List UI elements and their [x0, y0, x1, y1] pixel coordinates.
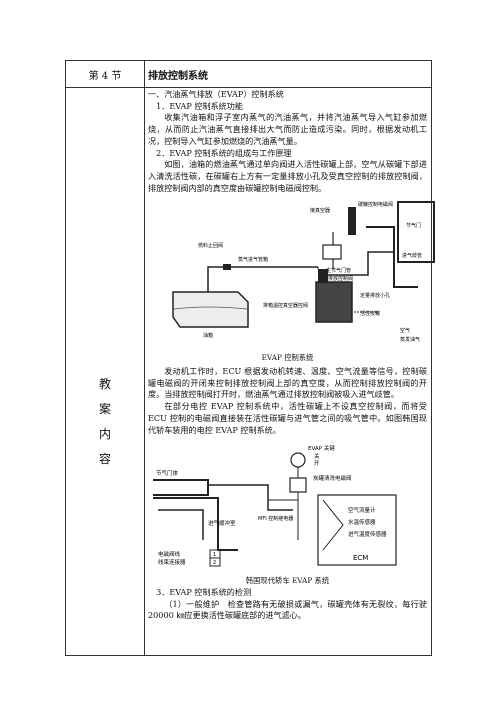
fig1-label-3: 节气门: [406, 222, 421, 229]
fig1-label-5: 蒸气进气管箱: [238, 256, 268, 263]
paragraph-partial: 在部分电控 EVAP 控制系统中，活性碳罐上不设真空控制阀，而将受 ECU 控制…: [148, 401, 427, 435]
fig2-label-3: 关: [314, 452, 320, 460]
label-char-2: 案: [98, 402, 111, 416]
fig1-label-11: 活性炭罐: [360, 310, 380, 317]
section-title: 排放控制系统: [148, 70, 208, 82]
fig2-label-1: 节气门体: [156, 469, 179, 477]
fig2-label-9: 进气温度传感器: [348, 530, 387, 538]
fig2-label-12: 电磁阀线: [158, 550, 181, 558]
paragraph-operation: 发动机工作时，ECU 根据发动机转速、温度、空气流量等信号，控制碳罐电磁阀的开闭…: [148, 366, 427, 400]
paragraph-structure: 如图，油箱的燃油蒸气通过单向阀进入活性碳罐上部，空气从碳罐下部进入清洗活性碳，在…: [148, 159, 427, 193]
heading-evap: 一、汽油蒸气排放（EVAP）控制系统: [148, 89, 284, 99]
fig1-label-12: 油箱: [203, 332, 213, 339]
lesson-table: 第 4 节 排放控制系统 教 案 内 容 一、汽油蒸气排放（EVAP）控制系统 …: [65, 60, 435, 656]
content-area: 一、汽油蒸气排放（EVAP）控制系统 1．EVAP 控制系统功能 收集汽油箱和浮…: [148, 87, 435, 655]
fig2-label-13: 线束连接器: [158, 558, 186, 566]
fig1-label-13: 空气: [400, 327, 410, 334]
label-char-4: 容: [98, 452, 111, 466]
fig1-label-9: 排箱温控真空器控阀: [263, 302, 308, 309]
fig2-label-11: ECM: [353, 554, 368, 562]
fig2-label-7: 空气流量计: [348, 506, 376, 514]
heading-structure: 2．EVAP 控制系统的组成与工作原理: [156, 147, 292, 158]
fig1-label-1: 接真空器: [310, 207, 330, 214]
left-column: 教 案 内 容: [66, 87, 145, 655]
hyundai-evap-diagram: 节气门体 EVAP 关键 关 开 炭罐清洗电磁阀 MFI 控制继电器 空气流量计…: [153, 444, 397, 567]
fig1-label-10: 定量排放小孔: [360, 292, 390, 299]
fig2-label-6: MFI 控制继电器: [258, 515, 293, 522]
fig2-label-4: 开: [314, 460, 320, 467]
fig2-label-15: 2: [213, 560, 216, 566]
label-char-1: 教: [98, 377, 111, 391]
fig1-label-6: 主节气门管: [326, 267, 351, 274]
fig1-label-7: 排放控制阀: [328, 275, 353, 282]
fig1-label-8: 进气歧管: [402, 252, 422, 259]
paragraph-function: 收集汽油箱和浮子室内蒸气的汽油蒸气，并将汽油蒸气导入气缸参加燃烧，从而防止汽油蒸…: [148, 112, 427, 146]
header-row: 第 4 节 排放控制系统: [66, 61, 431, 88]
fig1-caption: EVAP 控制系统: [261, 353, 314, 363]
section-number: 第 4 节: [66, 61, 145, 87]
fig1-label-2: 碳罐控制电磁阀: [358, 201, 393, 208]
fig2-label-5: 炭罐清洗电磁阀: [313, 474, 352, 482]
heading-inspection: 3．EVAP 控制系统的检测: [156, 586, 252, 597]
fig1-label-4: 燃料止回阀: [198, 242, 223, 249]
label-char-3: 内: [98, 427, 111, 441]
fig2-label-2: EVAP 关键: [308, 444, 335, 452]
evap-diagram: 接真空器 碳罐控制电磁阀 节气门 燃料止回阀 蒸气进气管箱 主节气门管 排放控制…: [172, 201, 435, 343]
paragraph-maintenance: （1）一般维护 检查管路有无破损或漏气，碳罐壳体有无裂纹，每行驶 20000 ㎞…: [148, 598, 427, 621]
fig1-label-14: 蒸发油气: [400, 336, 420, 343]
fig2-label-8: 水温传感器: [348, 518, 376, 526]
heading-function: 1．EVAP 控制系统功能: [156, 100, 243, 111]
vertical-label: 教 案 内 容: [66, 372, 144, 472]
fig2-label-14: 1: [213, 552, 216, 558]
fig2-caption: 韩国现代轿车 EVAP 系统: [245, 576, 330, 586]
fig2-label-10: 进气缓冲室: [208, 519, 236, 527]
